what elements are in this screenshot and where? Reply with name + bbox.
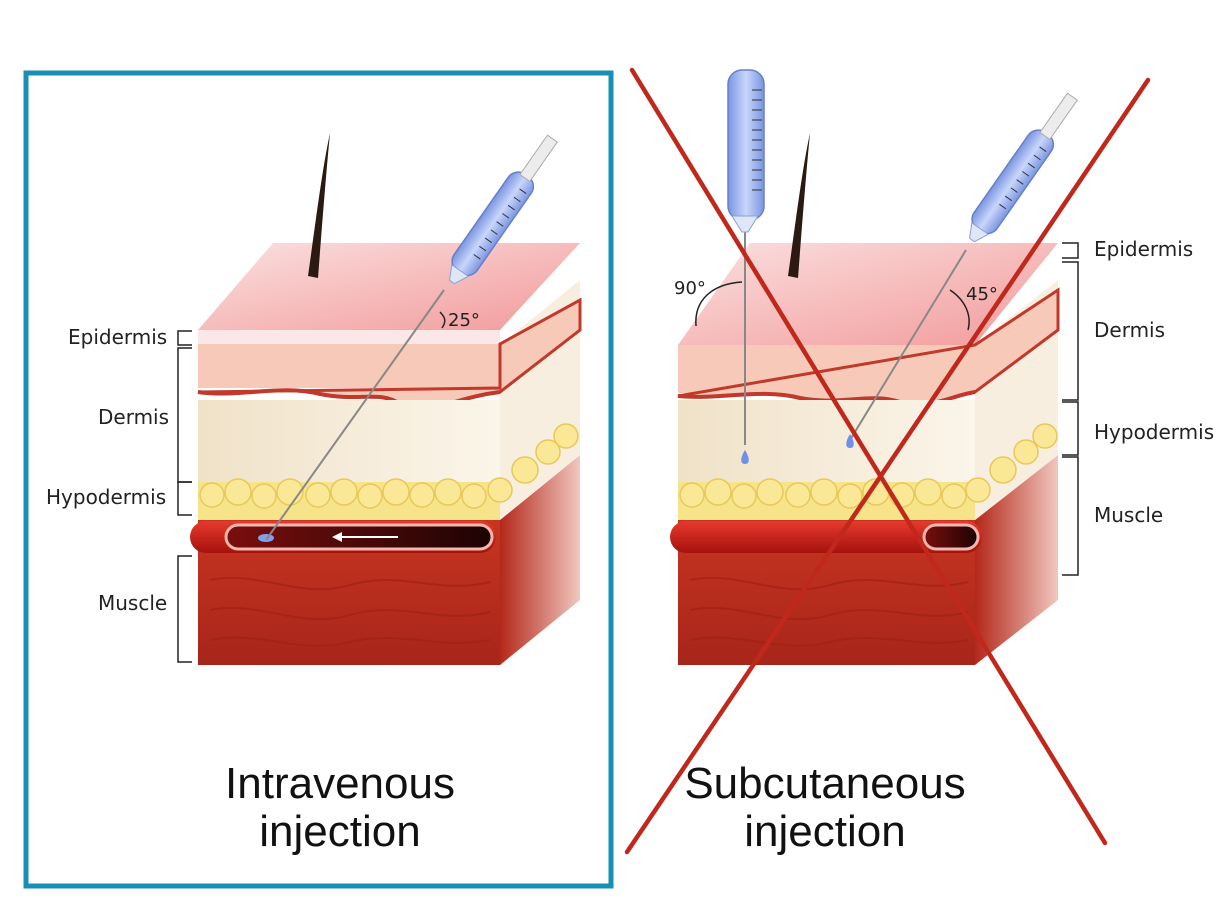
right-label-hypodermis: Hypodermis [1094, 420, 1214, 444]
right-skin-block [670, 243, 1058, 665]
left-angle-label: 25° [448, 310, 480, 331]
left-label-dermis: Dermis [98, 405, 169, 429]
left-skin-block [190, 243, 580, 665]
right-title-line1: Subcutaneous [660, 760, 990, 808]
left-drug-drop [258, 534, 274, 542]
right-dermis-front [678, 400, 975, 485]
left-title-line1: Intravenous [180, 760, 500, 808]
right-vein-lumen [924, 525, 978, 549]
right-layer-brackets [1062, 243, 1078, 575]
right-label-muscle: Muscle [1094, 503, 1163, 527]
left-label-muscle: Muscle [98, 591, 167, 615]
left-epidermis-front [198, 330, 500, 344]
left-label-epidermis: Epidermis [68, 325, 167, 349]
right-title-line2: injection [660, 808, 990, 856]
right-angle-label-90: 90° [674, 278, 706, 299]
left-dermis-front [198, 400, 500, 485]
left-skin-top [198, 243, 580, 330]
right-title: Subcutaneous injection [660, 760, 990, 856]
left-layer-brackets [178, 331, 192, 662]
left-title-line2: injection [180, 808, 500, 856]
right-angle-label-45: 45° [966, 284, 998, 305]
right-label-epidermis: Epidermis [1094, 237, 1193, 261]
right-label-dermis: Dermis [1094, 318, 1165, 342]
left-title: Intravenous injection [180, 760, 500, 856]
left-label-hypodermis: Hypodermis [46, 485, 166, 509]
left-cell-layer-front [198, 344, 500, 388]
